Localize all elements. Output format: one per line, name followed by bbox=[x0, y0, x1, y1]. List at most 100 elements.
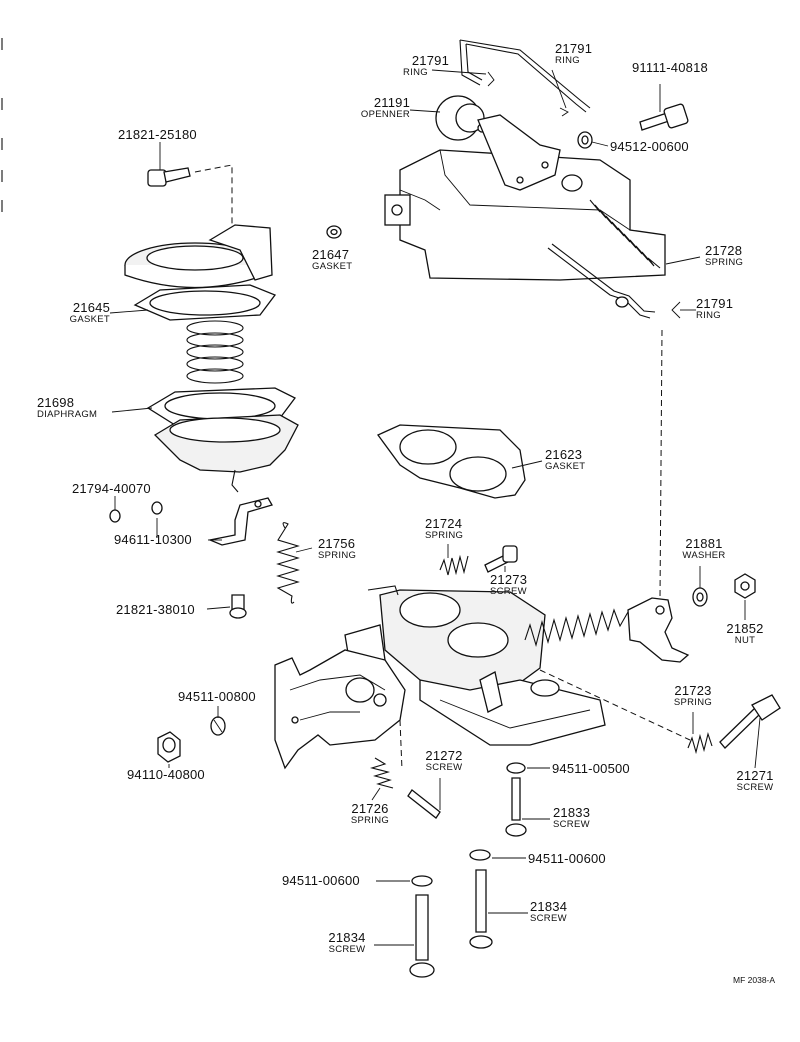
part-number: 94511-00500 bbox=[552, 761, 630, 776]
label-94611-10300: 94611-10300 bbox=[114, 533, 192, 546]
spring-21724 bbox=[439, 554, 469, 576]
label-21833-screw: 21833 SCREW bbox=[553, 806, 590, 830]
gasket-21645 bbox=[133, 284, 277, 321]
label-21191-openner: 21191 OPENNER bbox=[340, 96, 410, 120]
washer-21881 bbox=[692, 587, 708, 607]
part-number: 21647 bbox=[312, 247, 350, 262]
washer-94511-00800 bbox=[210, 716, 226, 736]
label-21834-screw-left: 21834 SCREW bbox=[320, 931, 374, 955]
gasket-21647 bbox=[326, 225, 342, 239]
part-name: OPENNER bbox=[360, 109, 410, 120]
throttle-linkage bbox=[274, 649, 406, 770]
label-21271-screw: 21271 SCREW bbox=[729, 769, 781, 793]
part-name: SCREW bbox=[425, 762, 463, 773]
part-name: SCREW bbox=[553, 819, 590, 830]
idle-spring bbox=[524, 608, 629, 648]
diaphragm-cover bbox=[124, 224, 273, 289]
label-94511-00800: 94511-00800 bbox=[178, 690, 256, 703]
throttle-body bbox=[344, 585, 606, 746]
part-number: 21645 bbox=[72, 300, 110, 315]
screw-21834-right bbox=[469, 849, 493, 949]
screw-21834-left bbox=[409, 875, 435, 978]
spring-21756 bbox=[276, 522, 300, 604]
part-name: SCREW bbox=[328, 944, 366, 955]
screw-21272 bbox=[407, 789, 441, 819]
bracket bbox=[207, 497, 273, 546]
part-number: 21821-25180 bbox=[118, 127, 197, 142]
part-number: 21726 bbox=[351, 801, 389, 816]
part-name: RING bbox=[403, 67, 428, 78]
part-name: SPRING bbox=[318, 550, 357, 561]
nut-94110 bbox=[157, 731, 181, 763]
part-name: WASHER bbox=[682, 550, 726, 561]
part-name: GASKET bbox=[312, 261, 353, 272]
part-name: GASKET bbox=[69, 314, 110, 325]
leader-lines bbox=[109, 69, 761, 946]
part-name: SPRING bbox=[673, 697, 713, 708]
washer-94611 bbox=[151, 501, 163, 515]
washer-94512 bbox=[577, 131, 593, 149]
figure-code: MF 2038-A bbox=[733, 975, 776, 985]
part-name: RING bbox=[696, 310, 721, 321]
part-name: SCREW bbox=[530, 913, 567, 924]
part-number: 21272 bbox=[425, 748, 463, 763]
part-number: 94511-00600 bbox=[282, 873, 360, 888]
label-21698-diaphragm: 21698 DIAPHRAGM bbox=[37, 396, 97, 420]
label-21623-gasket: 21623 GASKET bbox=[545, 448, 585, 472]
throttle-lever bbox=[627, 597, 690, 663]
label-94511-00600-right: 94511-00600 bbox=[528, 852, 606, 865]
part-name: RING bbox=[555, 55, 580, 66]
label-94511-00600-left: 94511-00600 bbox=[282, 874, 360, 887]
label-21728-spring: 21728 SPRING bbox=[705, 244, 743, 268]
gasket-21623 bbox=[377, 424, 526, 499]
screw-21833 bbox=[505, 762, 527, 837]
label-21821-25180: 21821-25180 bbox=[118, 128, 197, 141]
part-name: SPRING bbox=[705, 257, 744, 268]
part-name: SCREW bbox=[736, 782, 774, 793]
diaphragm-spring bbox=[186, 320, 244, 384]
label-21723-spring: 21723 SPRING bbox=[665, 684, 721, 708]
label-21272-screw: 21272 SCREW bbox=[416, 749, 472, 773]
part-number: 21724 bbox=[425, 516, 463, 531]
part-number: 21791 bbox=[555, 41, 593, 56]
part-number: 21821-38010 bbox=[116, 602, 195, 617]
label-21852-nut: 21852 NUT bbox=[722, 622, 768, 646]
label-21756-spring: 21756 SPRING bbox=[318, 537, 356, 561]
part-number: 21728 bbox=[705, 243, 743, 258]
label-91111-40818: 91111-40818 bbox=[632, 61, 708, 74]
nut-21852 bbox=[734, 573, 756, 599]
bolt-91111 bbox=[639, 103, 689, 131]
part-number: 21698 bbox=[37, 395, 75, 410]
part-number: 94511-00800 bbox=[178, 689, 256, 704]
diaphragm-housing bbox=[153, 414, 299, 493]
label-21791-ring-c: 21791 RING bbox=[696, 297, 733, 321]
part-number: 21273 bbox=[490, 572, 528, 587]
part-number: 21881 bbox=[685, 536, 723, 551]
part-number: 21271 bbox=[736, 768, 774, 783]
label-21724-spring: 21724 SPRING bbox=[425, 517, 463, 541]
part-number: 21723 bbox=[674, 683, 712, 698]
part-name: SPRING bbox=[425, 530, 464, 541]
part-number: 21756 bbox=[318, 536, 356, 551]
label-94110-40800: 94110-40800 bbox=[127, 768, 205, 781]
part-name: SPRING bbox=[350, 815, 390, 826]
part-name: GASKET bbox=[545, 461, 586, 472]
label-21791-ring-a: 21791 RING bbox=[385, 54, 449, 78]
label-21821-38010: 21821-38010 bbox=[116, 603, 195, 616]
washer-21794 bbox=[109, 509, 121, 523]
part-number: 21833 bbox=[553, 805, 591, 820]
label-21791-ring-b: 21791 RING bbox=[555, 42, 592, 66]
part-number: 94512-00600 bbox=[610, 139, 689, 154]
part-number: 94511-00600 bbox=[528, 851, 606, 866]
part-number: 21791 bbox=[411, 53, 449, 68]
spring-21726 bbox=[369, 757, 394, 789]
label-21794-40070: 21794-40070 bbox=[72, 482, 151, 495]
label-21881-washer: 21881 WASHER bbox=[676, 537, 732, 561]
part-name: SCREW bbox=[490, 586, 527, 597]
part-number: 21623 bbox=[545, 447, 583, 462]
label-21834-screw-right: 21834 SCREW bbox=[530, 900, 567, 924]
label-21726-spring: 21726 SPRING bbox=[344, 802, 396, 826]
part-number: 94110-40800 bbox=[127, 767, 205, 782]
part-name: NUT bbox=[734, 635, 756, 646]
